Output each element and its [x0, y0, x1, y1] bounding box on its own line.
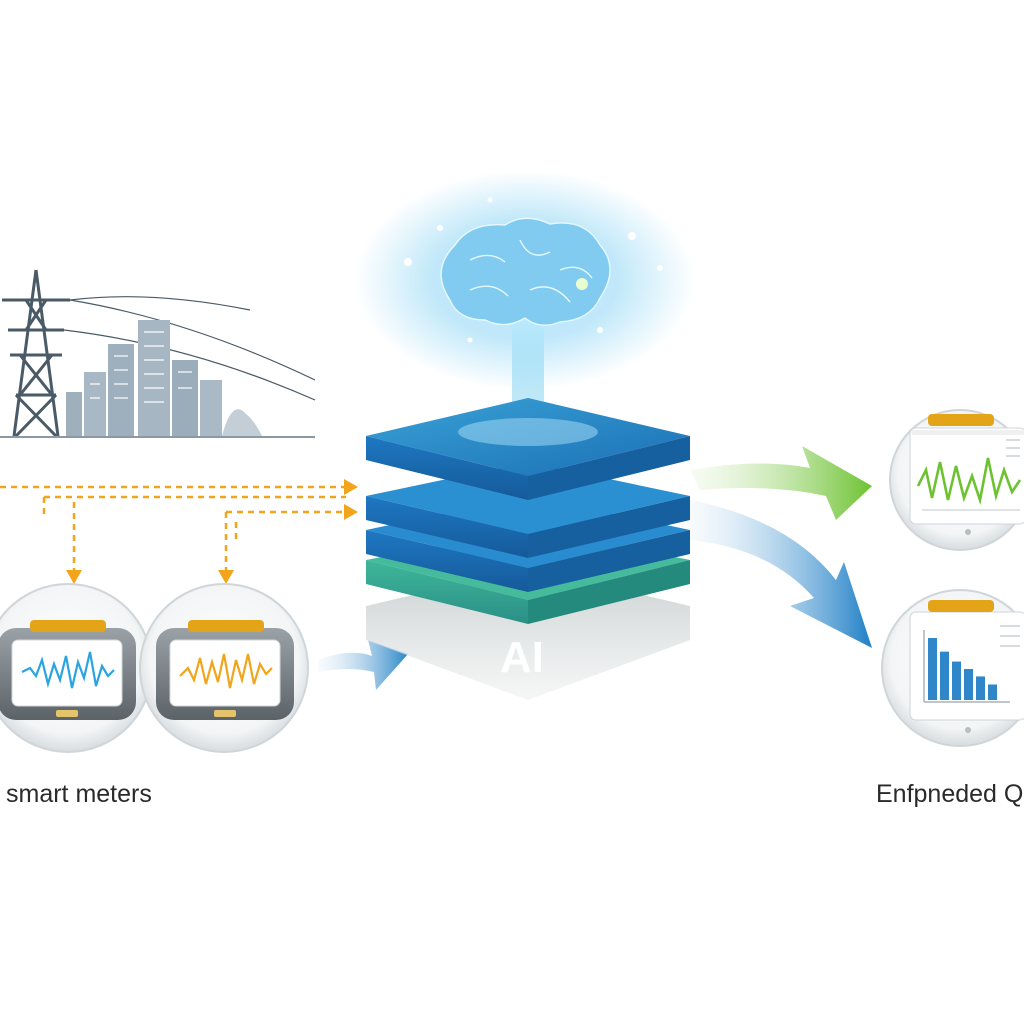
- output-arrow-blue: [690, 500, 872, 648]
- smart-meter-1: [0, 583, 153, 753]
- sparkle-points: [404, 197, 663, 343]
- smart-meter-2: [139, 583, 309, 753]
- city-skyline-icon: [0, 320, 315, 438]
- input-flow-arrowheads: [66, 479, 358, 584]
- ai-core-label: AI: [500, 633, 544, 682]
- brain-icon: [440, 217, 611, 326]
- output-bar-6: [988, 684, 997, 700]
- output-bar-5: [976, 676, 985, 700]
- power-tower-icon: [2, 269, 316, 438]
- meters-to-ai-arrow: [318, 640, 408, 690]
- output-bar-2: [940, 651, 949, 700]
- output-panel-bars: [881, 589, 1024, 747]
- outputs-label: Enfpneded Q: [876, 780, 1024, 808]
- output-bar-1: [928, 638, 937, 700]
- output-bar-3: [952, 661, 961, 700]
- input-flow-lines: [0, 485, 346, 570]
- output-bar-4: [964, 669, 973, 700]
- output-arrow-green: [690, 446, 872, 520]
- output-bar-series: [928, 638, 997, 700]
- output-panel-line: [889, 409, 1024, 551]
- meter-1-waveform: [21, 651, 115, 689]
- ai-stack: [366, 398, 690, 700]
- output-line-series: [916, 457, 1022, 506]
- meter-2-waveform: [179, 653, 273, 689]
- smart-meters-label: smart meters: [6, 780, 152, 808]
